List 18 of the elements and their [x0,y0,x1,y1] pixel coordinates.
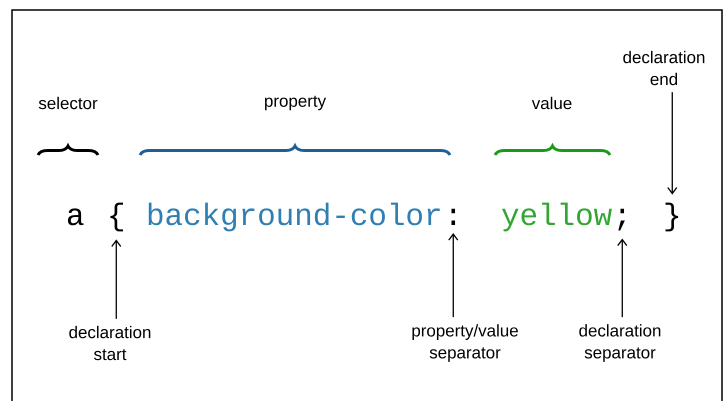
arrow [448,233,458,318]
code-token: } [666,202,678,232]
code-token: yellow [502,202,612,232]
arrow [667,92,678,195]
annotation-text: declaration end [623,50,704,86]
arrow [617,238,628,318]
annotation-text: property/value separator [412,324,518,362]
code-token: ; [618,208,625,230]
brace-label: selector [38,96,98,110]
code-token: { [110,202,123,232]
annotation-text: declaration separator [579,324,660,362]
annotation-text: declaration start [69,326,150,360]
brace-label: value [532,96,572,110]
code-token: : [452,208,456,225]
code-token: background-color [148,202,440,232]
arrow [111,239,122,319]
code-token: a [68,208,84,226]
brace-label: property [265,96,326,110]
